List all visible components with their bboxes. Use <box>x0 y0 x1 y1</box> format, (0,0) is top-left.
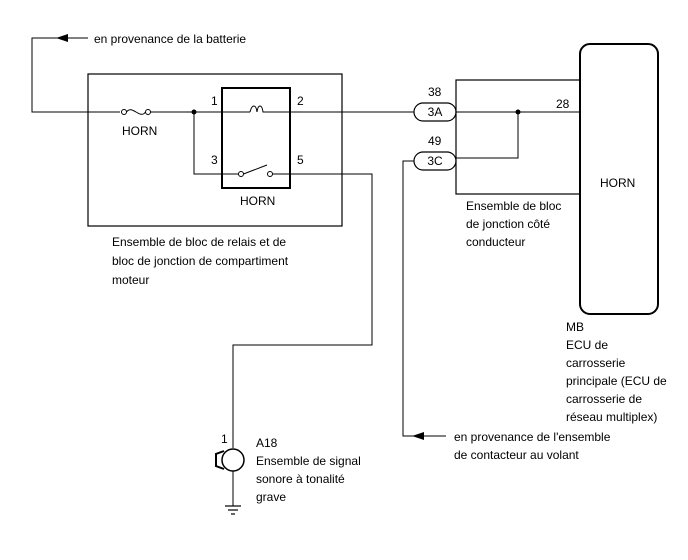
engine-relay-block <box>87 73 343 227</box>
svg-text:Ensemble de signal: Ensemble de signal <box>256 454 361 468</box>
svg-text:carrosserie: carrosserie <box>566 356 626 370</box>
svg-text:ECU de: ECU de <box>566 338 608 352</box>
engine-block-caption: Ensemble de bloc de relais et de bloc de… <box>112 235 289 287</box>
svg-text:MB: MB <box>566 320 584 334</box>
svg-text:carrosserie de: carrosserie de <box>566 392 642 406</box>
svg-text:grave: grave <box>256 490 286 504</box>
horn-switch-feed: en provenance de l'ensemble de contacteu… <box>402 160 611 462</box>
ground-icon <box>225 505 241 515</box>
battery-label: en provenance de la batterie <box>94 32 246 46</box>
svg-text:Ensemble de bloc: Ensemble de bloc <box>466 199 561 213</box>
svg-text:A18: A18 <box>256 436 278 450</box>
horn-relay <box>221 87 291 189</box>
relay-coil-icon <box>222 105 290 113</box>
relay-label: HORN <box>240 194 275 208</box>
svg-text:sonore à tonalité: sonore à tonalité <box>256 472 345 486</box>
svg-text:3A: 3A <box>428 105 443 119</box>
svg-text:Ensemble de bloc de relais et: Ensemble de bloc de relais et de <box>112 235 286 249</box>
relay-pin-2: 2 <box>297 94 304 108</box>
svg-text:en provenance de l'ensemble: en provenance de l'ensemble <box>454 430 611 444</box>
relay-switch-icon <box>238 164 290 177</box>
battery-feed: en provenance de la batterie <box>31 32 246 113</box>
horn-icon <box>215 448 245 472</box>
driver-block-caption: Ensemble de bloc de jonction côté conduc… <box>466 199 561 249</box>
svg-text:principale (ECU de: principale (ECU de <box>566 374 667 388</box>
horn-caption: A18 Ensemble de signal sonore à tonalité… <box>256 436 361 504</box>
connector-3a-pin: 38 <box>428 85 442 99</box>
relay-pin-5: 5 <box>297 153 304 167</box>
svg-text:bloc de jonction de compartime: bloc de jonction de compartiment <box>112 254 289 268</box>
svg-text:réseau multiplex): réseau multiplex) <box>566 410 657 424</box>
ecu-caption: MB ECU de carrosserie principale (ECU de… <box>566 320 667 424</box>
switch-arrow-icon <box>412 432 424 440</box>
svg-text:moteur: moteur <box>112 273 149 287</box>
fuse-label: HORN <box>122 124 157 138</box>
ecu-label: HORN <box>600 176 635 190</box>
svg-text:de jonction côté: de jonction côté <box>466 217 550 231</box>
connector-3c-pin: 49 <box>428 134 442 148</box>
horn-pin: 1 <box>221 432 228 446</box>
svg-text:de contacteur au volant: de contacteur au volant <box>454 448 579 462</box>
battery-arrow-icon <box>56 34 68 42</box>
relay-pin-3: 3 <box>211 153 218 167</box>
relay-pin-1: 1 <box>211 94 218 108</box>
svg-text:3C: 3C <box>427 154 443 168</box>
ecu-pin: 28 <box>556 97 570 111</box>
main-body-ecu <box>579 43 659 315</box>
svg-text:conducteur: conducteur <box>466 235 525 249</box>
fuse-icon <box>121 109 151 115</box>
